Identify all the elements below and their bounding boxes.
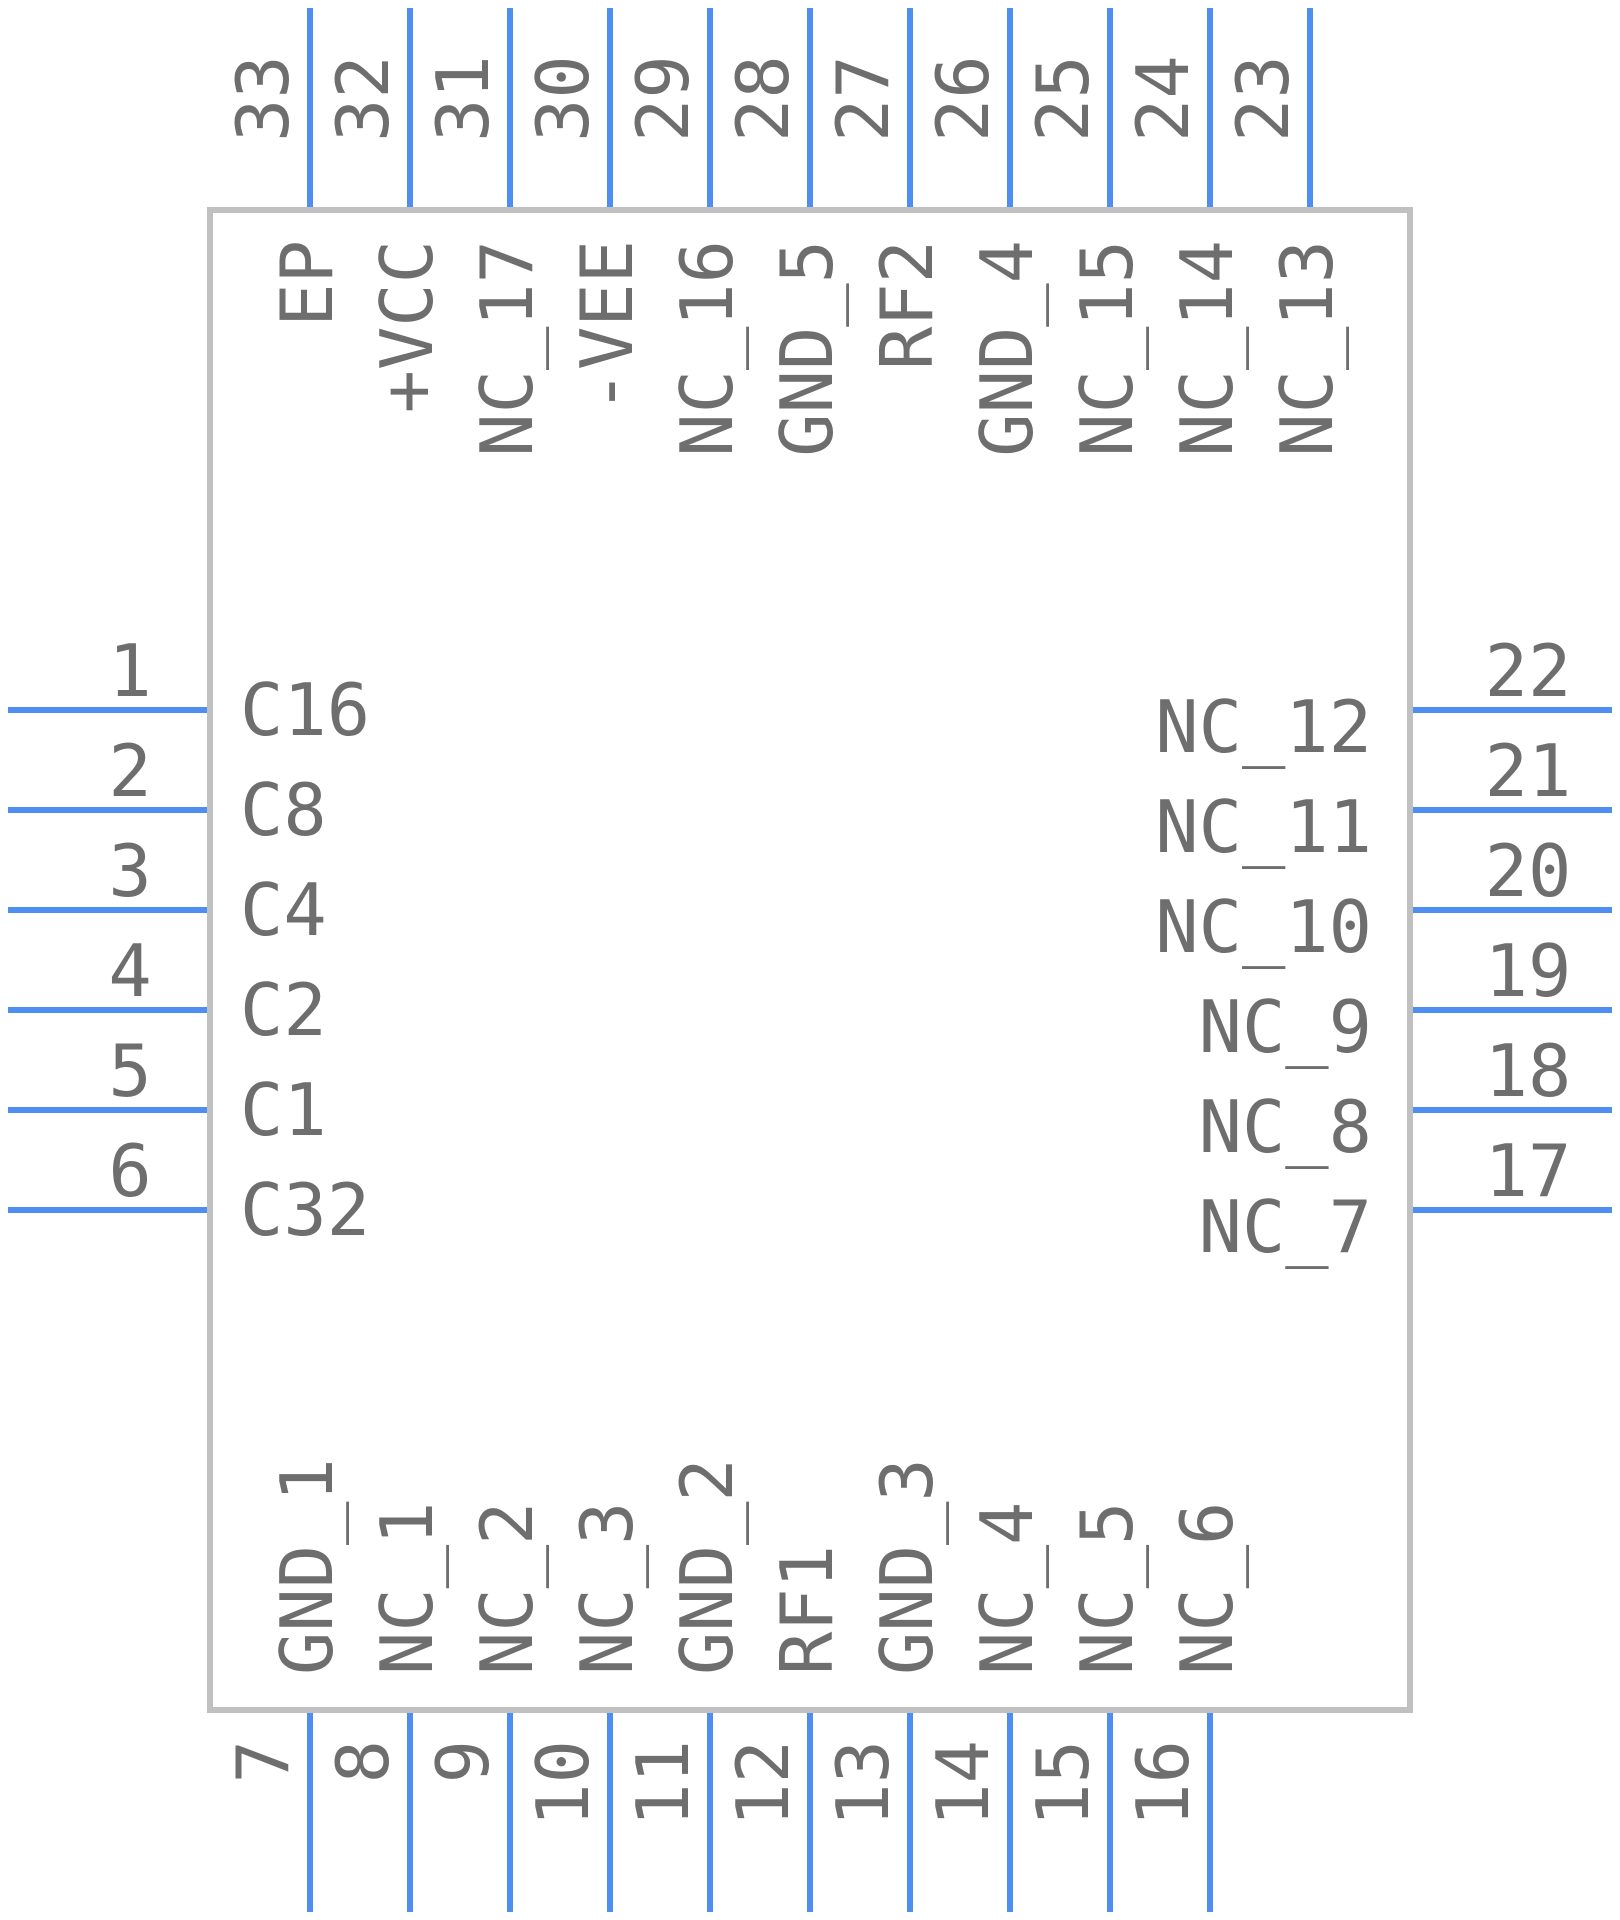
pin-32-number: 32 <box>321 55 405 142</box>
pin-21-number: 21 <box>1485 729 1572 813</box>
pin-28-number: 28 <box>721 55 805 142</box>
pin-15-number: 15 <box>1021 1740 1105 1827</box>
pin-9-name-nc-2: NC_2 <box>465 1502 549 1675</box>
pin-19-number: 19 <box>1485 929 1572 1013</box>
pin-26-name-gnd-4: GND_4 <box>965 240 1049 457</box>
pin-28-name-gnd-5: GND_5 <box>765 240 849 457</box>
pin-32-name-plusminus-vcc: +VCC <box>365 240 449 413</box>
pin-14-number: 14 <box>921 1740 1005 1827</box>
pin-1-number: 1 <box>108 629 151 713</box>
pin-16-name-nc-6: NC_6 <box>1165 1502 1249 1675</box>
pin-23-name-nc-13: NC_13 <box>1265 240 1349 457</box>
pin-29-name-nc-16: NC_16 <box>665 240 749 457</box>
pin-33-name-ep: EP <box>265 240 349 327</box>
pin-31-number: 31 <box>421 55 505 142</box>
ic-body-outline <box>207 207 1413 1713</box>
pin-25-name-nc-15: NC_15 <box>1065 240 1149 457</box>
pin-14-name-nc-4: NC_4 <box>965 1502 1049 1675</box>
pin-17-number: 17 <box>1485 1129 1572 1213</box>
pin-23-number: 23 <box>1221 55 1305 142</box>
pin-33-number: 33 <box>221 55 305 142</box>
pin-30-number: 30 <box>521 55 605 142</box>
pin-27-number: 27 <box>821 55 905 142</box>
pin-12-number: 12 <box>721 1740 805 1827</box>
pin-3-number: 3 <box>108 829 151 913</box>
pin-21-name-nc-11: NC_11 <box>1155 785 1372 869</box>
pin-31-name-nc-17: NC_17 <box>465 240 549 457</box>
pin-25-number: 25 <box>1021 55 1105 142</box>
pin-17-name-nc-7: NC_7 <box>1199 1185 1372 1269</box>
pin-lines <box>8 8 1612 1912</box>
pin-5-name-c1: C1 <box>240 1068 327 1152</box>
pin-18-name-nc-8: NC_8 <box>1199 1085 1372 1169</box>
pin-10-number: 10 <box>521 1740 605 1827</box>
pin-22-name-nc-12: NC_12 <box>1155 685 1372 769</box>
pin-4-name-c2: C2 <box>240 968 327 1052</box>
pin-11-number: 11 <box>621 1740 705 1827</box>
pin-5-number: 5 <box>108 1029 151 1113</box>
pin-20-name-nc-10: NC_10 <box>1155 885 1372 969</box>
pin-24-name-nc-14: NC_14 <box>1165 240 1249 457</box>
pin-6-name-c32: C32 <box>240 1168 370 1252</box>
pin-26-number: 26 <box>921 55 1005 142</box>
pin-3-name-c4: C4 <box>240 868 327 952</box>
pin-16-number: 16 <box>1121 1740 1205 1827</box>
pin-13-name-gnd-3: GND_3 <box>865 1458 949 1675</box>
pin-20-number: 20 <box>1485 829 1572 913</box>
pin-7-name-gnd-1: GND_1 <box>265 1458 349 1675</box>
pin-7-number: 7 <box>221 1740 305 1783</box>
pin-22-number: 22 <box>1485 629 1572 713</box>
pin-18-number: 18 <box>1485 1029 1572 1113</box>
pin-4-number: 4 <box>108 929 151 1013</box>
pin-6-number: 6 <box>108 1129 151 1213</box>
pin-11-name-gnd-2: GND_2 <box>665 1458 749 1675</box>
pin-30-name-minus-vee: -VEE <box>565 240 649 413</box>
pin-24-number: 24 <box>1121 55 1205 142</box>
pin-19-name-nc-9: NC_9 <box>1199 985 1372 1069</box>
pin-10-name-nc-3: NC_3 <box>565 1502 649 1675</box>
pin-8-name-nc-1: NC_1 <box>365 1502 449 1675</box>
pin-8-number: 8 <box>321 1740 405 1783</box>
pin-29-number: 29 <box>621 55 705 142</box>
pin-2-number: 2 <box>108 729 151 813</box>
pin-27-name-rf2: RF2 <box>865 240 949 370</box>
pin-15-name-nc-5: NC_5 <box>1065 1502 1149 1675</box>
pin-2-name-c8: C8 <box>240 768 327 852</box>
pin-1-name-c16: C16 <box>240 668 370 752</box>
pin-12-name-rf1: RF1 <box>765 1545 849 1675</box>
pin-9-number: 9 <box>421 1740 505 1783</box>
pin-13-number: 13 <box>821 1740 905 1827</box>
